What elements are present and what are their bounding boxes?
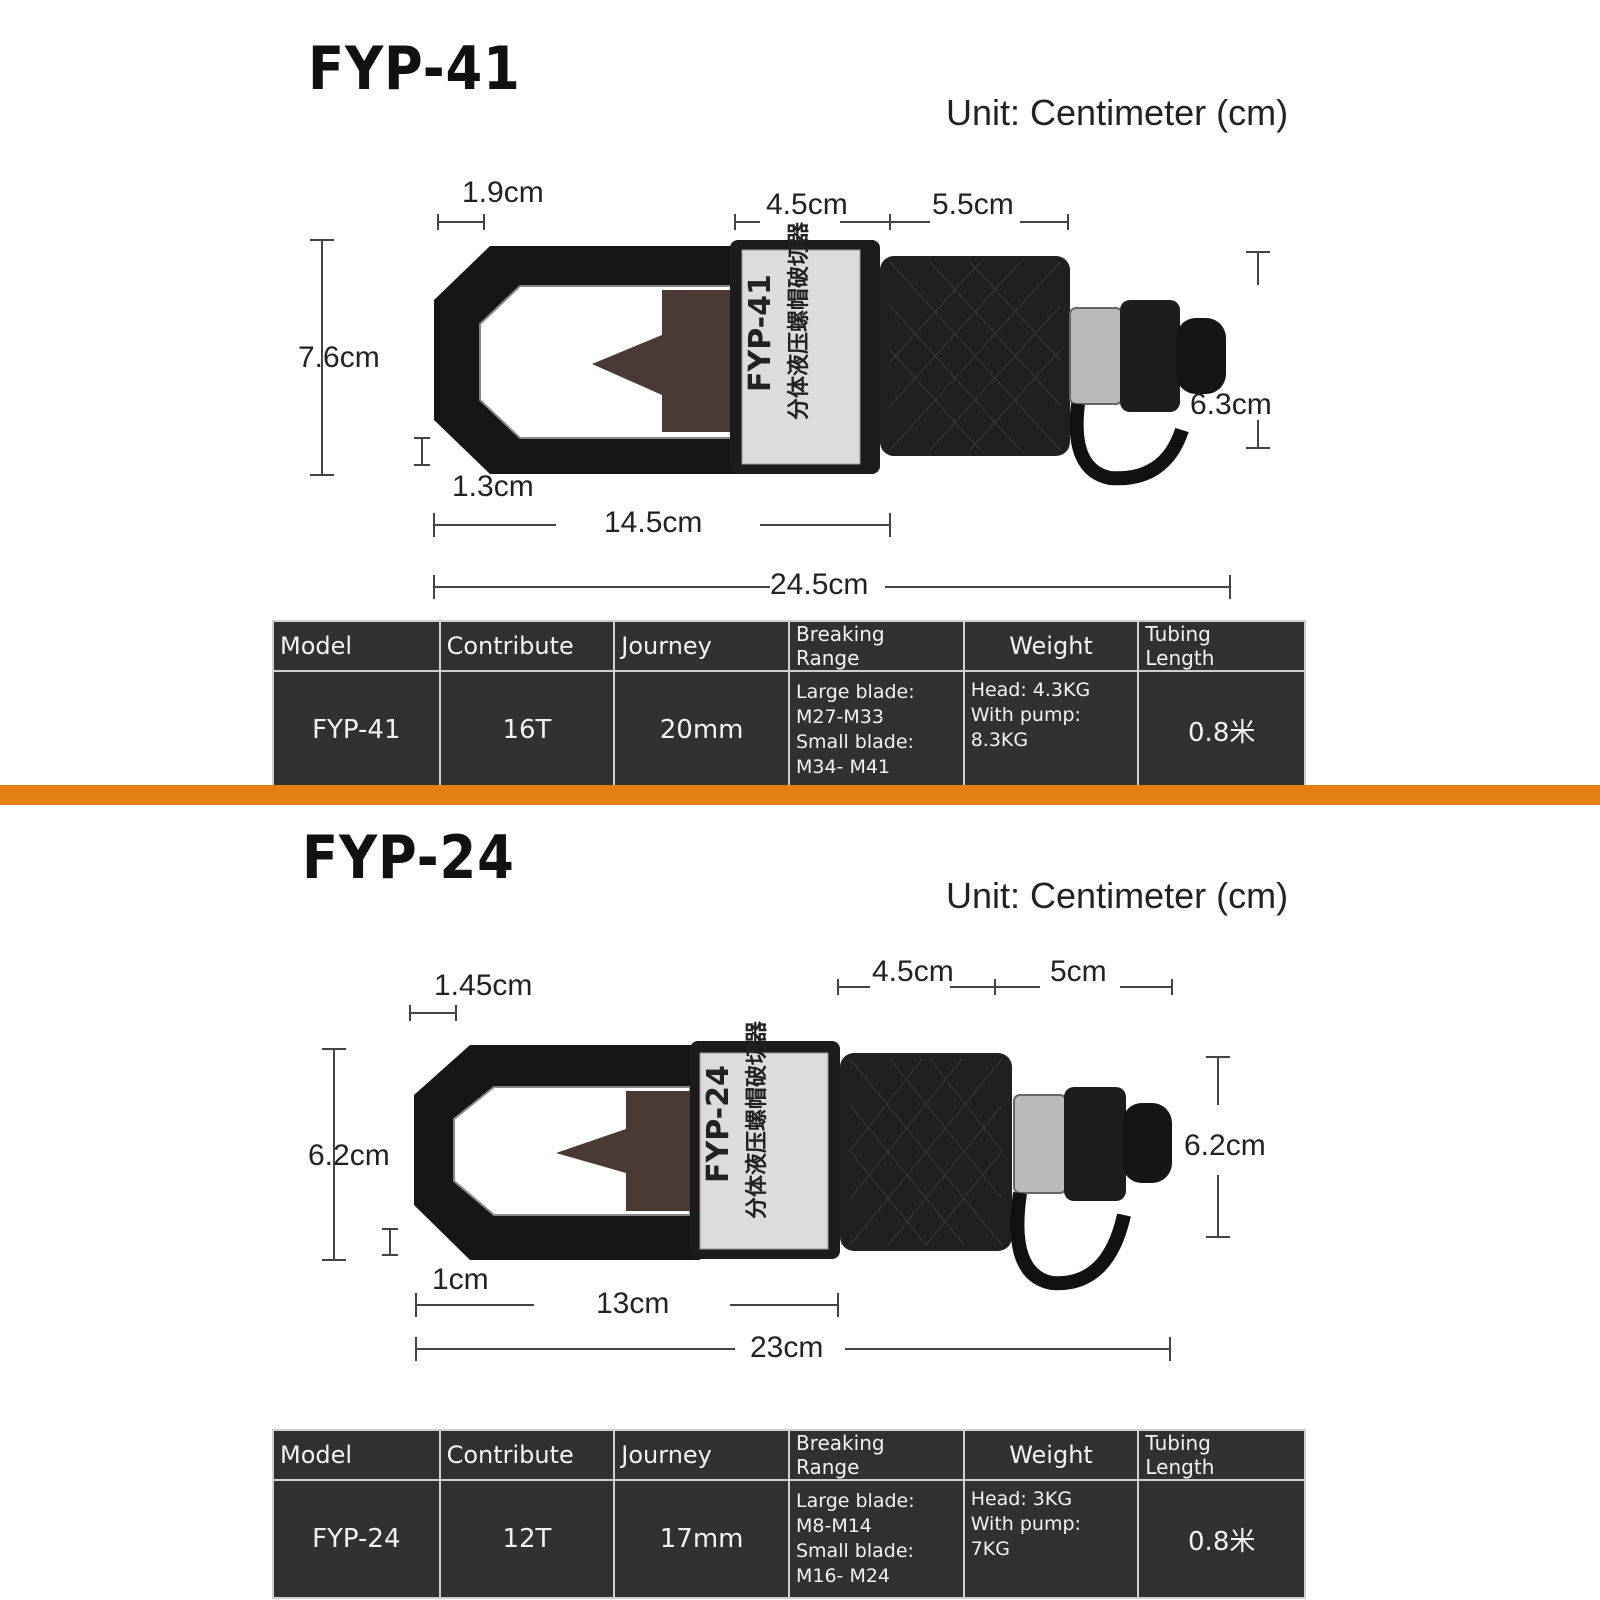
nut-splitter-tool — [414, 1041, 1172, 1291]
value-tubing-length: 0.8米 — [1137, 1479, 1306, 1599]
model-title: FYP-41 — [308, 34, 521, 104]
dim-opening-width: 1.9cm — [462, 176, 544, 209]
value-weight: Head: 4.3KG With pump: 8.3KG — [962, 670, 1140, 790]
dim-body-diameter: 6.3cm — [1190, 388, 1272, 421]
section-divider — [0, 785, 1600, 805]
value-model: FYP-41 — [272, 670, 441, 790]
dim-total-length: 23cm — [750, 1331, 824, 1364]
tool-drawing: FYP-24 分体液压螺帽破切器 — [322, 979, 1230, 1361]
dim-neck: 4.5cm — [872, 955, 954, 988]
dimension-lines — [310, 214, 1270, 599]
coupler — [1120, 300, 1180, 412]
header-model: Model — [272, 620, 441, 672]
dimension-lines — [322, 979, 1230, 1361]
dim-cylinder: 5cm — [1050, 955, 1107, 988]
dust-cap-strap — [1069, 403, 1189, 486]
value-breaking-range: Large blade: M8-M14 Small blade: M16- M2… — [787, 1479, 965, 1599]
value-contribute: 16T — [438, 670, 616, 790]
tool-label-plate — [741, 249, 861, 465]
hex-nut — [1069, 307, 1123, 405]
nut-splitter-tool — [434, 240, 1226, 486]
tool-chinese-label: 分体液压螺帽破切器 — [744, 1020, 770, 1219]
header-contribute: Contribute — [438, 620, 616, 672]
splitter-blade — [556, 1091, 690, 1211]
coupler — [1064, 1087, 1126, 1201]
dust-cap-strap — [1010, 1191, 1131, 1291]
dim-head-length: 14.5cm — [604, 506, 703, 539]
dim-cylinder: 5.5cm — [932, 188, 1014, 221]
splitter-blade — [592, 290, 735, 432]
knurl-pattern — [849, 1058, 1003, 1246]
dim-neck: 4.5cm — [766, 188, 848, 221]
product-section-fyp-41: FYP-41 Unit: Centimeter (cm) — [0, 0, 1600, 790]
header-journey: Journey — [613, 1429, 790, 1481]
spec-value-row: FYP-41 16T 20mm Large blade: M27-M33 Sma… — [272, 670, 1306, 790]
header-model: Model — [272, 1429, 441, 1481]
knurl-pattern — [889, 261, 1061, 451]
hex-nut — [1013, 1094, 1067, 1194]
product-section-fyp-24: FYP-24 Unit: Centimeter (cm) — [0, 805, 1600, 1599]
unit-label: Unit: Centimeter (cm) — [946, 92, 1289, 133]
tool-model-label: FYP-24 — [701, 1065, 736, 1183]
dim-head-length: 13cm — [596, 1287, 670, 1320]
tool-drawing: FYP-41 分体液压螺帽破切器 — [310, 214, 1270, 599]
header-weight: Weight — [962, 1429, 1140, 1481]
header-contribute: Contribute — [438, 1429, 616, 1481]
value-journey: 20mm — [613, 670, 790, 790]
value-breaking-range: Large blade: M27-M33 Small blade: M34- M… — [787, 670, 965, 790]
header-weight: Weight — [962, 620, 1140, 672]
dim-total-length: 24.5cm — [770, 568, 869, 601]
tool-label-plate — [699, 1052, 829, 1250]
tool-chinese-label: 分体液压螺帽破切器 — [786, 221, 812, 420]
coupler-cap — [1122, 1103, 1172, 1183]
dim-head-height: 7.6cm — [298, 341, 380, 374]
value-journey: 17mm — [613, 1479, 790, 1599]
dim-wall: 1.3cm — [452, 470, 534, 503]
tool-model-label: FYP-41 — [743, 274, 778, 392]
dim-body-diameter: 6.2cm — [1184, 1129, 1266, 1162]
spec-value-row: FYP-24 12T 17mm Large blade: M8-M14 Smal… — [272, 1479, 1306, 1599]
unit-label: Unit: Centimeter (cm) — [946, 875, 1289, 916]
dim-opening-width: 1.45cm — [434, 969, 533, 1002]
value-contribute: 12T — [438, 1479, 616, 1599]
coupler-cap — [1176, 318, 1226, 394]
header-journey: Journey — [613, 620, 790, 672]
value-weight: Head: 3KG With pump: 7KG — [962, 1479, 1140, 1599]
dim-head-height: 6.2cm — [308, 1139, 390, 1172]
dim-wall: 1cm — [432, 1263, 489, 1296]
value-model: FYP-24 — [272, 1479, 441, 1599]
value-tubing-length: 0.8米 — [1137, 670, 1306, 790]
model-title: FYP-24 — [302, 823, 515, 893]
